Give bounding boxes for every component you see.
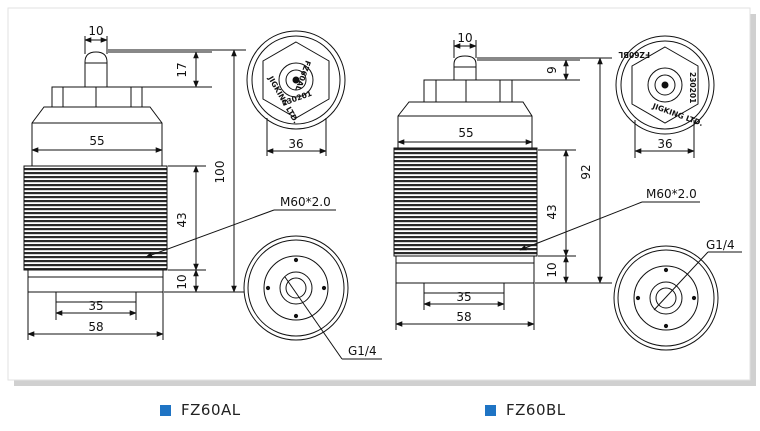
left-caption: FZ60AL: [160, 401, 241, 419]
left-dim-bottom-outer: 58: [88, 320, 103, 334]
right-dim-total-height: 92: [579, 164, 593, 179]
right-dim-pin-width: 10: [457, 31, 472, 45]
right-dim-thread-height: 43: [545, 204, 559, 219]
left-dim-top-view-width: 36: [288, 137, 303, 151]
right-thread-label: M60*2.0: [646, 187, 697, 201]
left-top-view: [246, 30, 346, 156]
right-caption: FZ60BL: [485, 401, 566, 419]
right-dimensions: [395, 40, 700, 330]
left-caption-bullet: [160, 404, 171, 416]
left-dim-thread-height: 43: [175, 212, 189, 227]
left-base: [27, 269, 164, 293]
right-dim-bottom-inner: 35: [456, 290, 471, 304]
left-dim-bottom-inner: 35: [88, 299, 103, 313]
right-hex-nut: [423, 79, 513, 103]
right-cap-body: [397, 101, 533, 149]
left-dim-pin-width: 10: [88, 24, 103, 38]
right-caption-label: FZ60BL: [506, 401, 566, 419]
right-bottom-view: [613, 245, 742, 351]
left-dimensions: [27, 36, 336, 340]
right-cap-engraving-model: FZ60BL: [618, 50, 650, 59]
right-cap-engraving-code: 230201: [688, 72, 697, 103]
left-thread-label: M60*2.0: [280, 195, 331, 209]
left-port-label: G1/4: [348, 344, 377, 358]
right-dim-bottom-outer: 58: [456, 310, 471, 324]
right-thread: [393, 147, 538, 257]
technical-drawing: 10 17 100 55 43 10 35 58 36 M60*2.0 G1/4…: [7, 7, 756, 386]
left-bottom-view: [243, 235, 382, 360]
right-side-view: [393, 55, 538, 294]
left-thread: [23, 165, 168, 271]
right-base: [395, 255, 535, 284]
right-pin: [453, 55, 477, 81]
left-dim-total-height: 100: [213, 161, 227, 184]
left-dim-cap-width: 55: [89, 134, 104, 148]
left-caption-label: FZ60AL: [181, 401, 241, 419]
right-top-view: [615, 35, 715, 158]
right-dim-top-view-width: 36: [657, 137, 672, 151]
right-dim-pin-height: 9: [545, 66, 559, 74]
left-dim-base-height: 10: [175, 274, 189, 289]
right-dim-cap-width: 55: [458, 126, 473, 140]
right-caption-bullet: [485, 404, 496, 416]
left-hex-nut: [51, 86, 143, 108]
right-port-label: G1/4: [706, 238, 735, 252]
right-dim-base-height: 10: [545, 262, 559, 277]
left-dim-pin-height: 17: [175, 62, 189, 77]
left-pin: [84, 51, 108, 88]
